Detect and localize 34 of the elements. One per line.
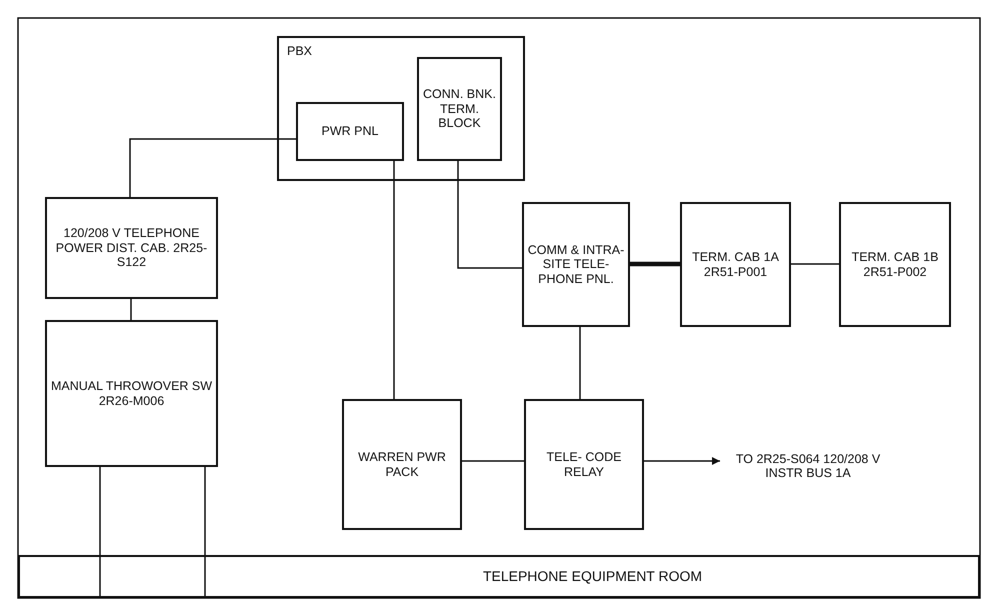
equipment-enclosure (277, 36, 525, 181)
connector-line (630, 262, 680, 266)
connector-line (457, 161, 522, 269)
box-label: TERM. CAB 1A 2R51-P001 (691, 249, 780, 280)
box-label: WARREN PWR PACK (357, 449, 447, 480)
equipment-box (524, 399, 644, 530)
box-label: PWR PNL (320, 123, 380, 140)
connector-line (393, 161, 395, 399)
equipment-box (680, 202, 791, 327)
equipment-box (45, 320, 218, 467)
connector-line (204, 467, 206, 555)
box-label: TELEPHONE EQUIPMENT ROOM (482, 567, 704, 586)
connector-line (130, 299, 132, 320)
equipment-box (417, 57, 502, 161)
room-band (18, 555, 980, 598)
connector-line (99, 467, 101, 555)
box-label: 120/208 V TELEPHONE POWER DIST. CAB. 2R25-S122 (54, 225, 208, 272)
connector-line (579, 327, 581, 399)
box-label: TERM. CAB 1B 2R51-P002 (850, 249, 940, 280)
equipment-box (45, 197, 218, 299)
box-label: COMM & INTRA- SITE TELE- PHONE PNL. (526, 242, 626, 288)
destination-note: TO 2R25-S064 120/208 V INSTR BUS 1A (734, 450, 882, 482)
equipment-box (522, 202, 630, 327)
connector-line (462, 460, 524, 462)
box-label: CONN. BNK. TERM. BLOCK (422, 86, 497, 132)
box-label: MANUAL THROWOVER SW 2R26-M006 (50, 378, 214, 410)
connector-line (129, 138, 296, 197)
equipment-box (839, 202, 951, 327)
arrow (644, 457, 720, 465)
equipment-box (296, 102, 404, 161)
connector-line (791, 263, 839, 265)
equipment-box (342, 399, 462, 530)
enclosure-heading: PBX (286, 43, 314, 60)
box-label: TELE- CODE RELAY (545, 449, 622, 480)
